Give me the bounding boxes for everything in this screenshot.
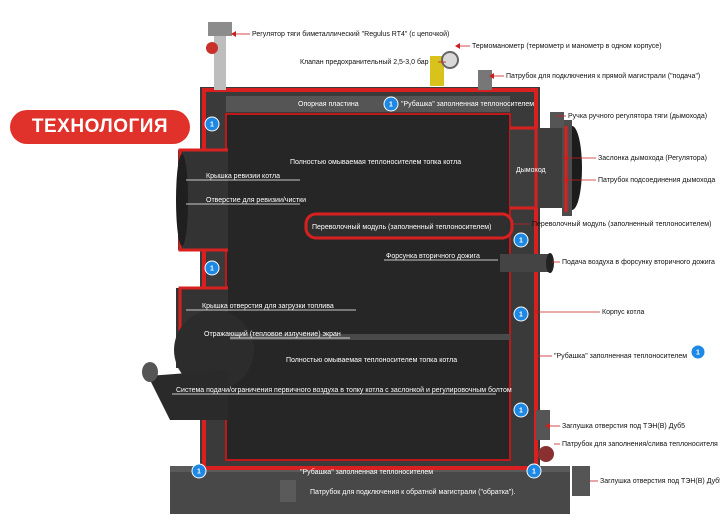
label-washed-top: Полностью омываемая теплоносителем топка… — [290, 159, 461, 166]
marker-circle — [513, 232, 529, 248]
marker-left-mid: 1 — [204, 260, 220, 276]
label-chimney: Дымоход — [516, 167, 546, 174]
label-secondary-nozzle: Форсунка вторичного дожига — [386, 253, 480, 260]
label-primary-air: Система подачи/ограничения первичного во… — [176, 386, 512, 394]
heater-plug-bottom — [572, 466, 590, 496]
marker-circle — [690, 344, 706, 360]
technology-badge: ТЕХНОЛОГИЯ — [10, 110, 190, 144]
label-transfer-module-right: Переволочный модуль (заполненный теплоно… — [532, 220, 711, 228]
marker-circle — [526, 463, 542, 479]
marker-circle — [513, 306, 529, 322]
damper-handle — [550, 112, 564, 128]
marker-number: 1 — [210, 122, 214, 129]
label-supply-pipe: Патрубок для подключения к прямой магист… — [506, 72, 700, 80]
label-return-pipe: Патрубок для подключения к обратной маги… — [310, 488, 516, 496]
label-fill-drain: Патрубок для заполнения/слива теплоносит… — [562, 440, 718, 448]
leader-arrows — [231, 31, 568, 429]
label-safety-valve: Клапан предохранительный 2,5-3,0 бар — [300, 58, 429, 66]
label-jacket-top: "Рубашка" заполненная теплоносителем — [401, 100, 534, 108]
transfer-module — [304, 212, 514, 240]
regulator-head — [208, 22, 232, 36]
marker-number: 1 — [532, 469, 536, 476]
label-air-supply: Подача воздуха в форсунку вторичного дож… — [562, 259, 715, 266]
arrow-supply-pipe — [489, 73, 494, 79]
primary-air-knob — [142, 362, 158, 382]
marker-circle — [204, 260, 220, 276]
marker-number: 1 — [389, 102, 393, 109]
marker-number: 1 — [696, 350, 700, 357]
chimney-jacket-outline — [510, 126, 538, 210]
marker-far-right: 1 — [690, 344, 706, 360]
arrow-thermomanometer — [455, 43, 460, 49]
leader-lines — [236, 33, 600, 482]
markers: 1 1 1 1 1 1 1 — [191, 96, 706, 479]
label-heat-screen: Отражающий (тепловое излучение) экран — [204, 330, 341, 338]
label-revision-cover: Крышка ревизии котла — [206, 173, 280, 180]
label-thermomanometer: Термоманометр (термометр и манометр в од… — [472, 43, 662, 50]
marker-right-1: 1 — [513, 232, 529, 248]
primary-air-chute — [148, 370, 228, 420]
safety-valve — [430, 56, 444, 86]
label-washed-bottom: Полностью омываемая теплоносителем топка… — [286, 357, 457, 364]
support-plate — [226, 96, 510, 112]
label-chimney-pipe: Патрубок подсоединения дымохода — [598, 176, 715, 184]
label-transfer-module: Переволочный модуль (заполненный теплоно… — [312, 223, 491, 231]
arrow-flue-damper — [563, 155, 568, 161]
marker-number: 1 — [519, 238, 523, 245]
marker-number: 1 — [519, 312, 523, 319]
regulator-stem — [214, 30, 226, 90]
marker-circle — [191, 463, 207, 479]
label-fuel-cover: Крышка отверстия для загрузки топлива — [202, 303, 334, 310]
marker-bottom-left: 1 — [191, 463, 207, 479]
avito-watermark: Avito — [606, 480, 716, 516]
marker-number: 1 — [197, 469, 201, 476]
fill-drain-valve — [538, 446, 554, 462]
marker-circle — [513, 402, 529, 418]
avito-logo-icon — [606, 490, 622, 507]
marker-bottom-right: 1 — [526, 463, 542, 479]
secondary-air-nozzle — [500, 254, 550, 272]
heater-plug-top — [536, 410, 550, 440]
arrow-chimney-pipe — [563, 177, 568, 183]
marker-circle — [204, 116, 220, 132]
return-pipe — [280, 480, 296, 502]
label-support-plate: Опорная пластина — [298, 101, 359, 108]
label-jacket-right: "Рубашка" заполненная теплоносителем — [554, 352, 687, 360]
marker-number: 1 — [210, 266, 214, 273]
loading-door-cover — [174, 310, 254, 390]
label-revision-hole: Отверстие для ревизии/чистки — [206, 197, 306, 204]
label-heater-plug-bottom: Заглушка отверстия под ТЭН(В) Дуб5 — [600, 477, 720, 485]
marker-circle — [383, 96, 399, 112]
boiler-base — [170, 470, 570, 514]
label-jacket-bottom: "Рубашка" заполненная теплоносителем — [300, 468, 433, 476]
white-leader-lines — [172, 179, 498, 395]
firebox — [226, 114, 510, 460]
label-manual-handle: Ручка ручного регулятора тяги (дымохода) — [568, 113, 707, 120]
label-casing: Корпус котла — [602, 309, 645, 316]
marker-right-2: 1 — [513, 306, 529, 322]
supply-pipe-stub — [478, 70, 492, 90]
arrow-casing — [533, 309, 538, 315]
arrow-heater-top — [545, 423, 550, 429]
marker-number: 1 — [519, 408, 523, 415]
secondary-air-inlet — [546, 253, 554, 273]
heat-screen — [230, 334, 510, 340]
marker-right-3: 1 — [513, 402, 529, 418]
label-heater-plug-top: Заглушка отверстия под ТЭН(В) Дуб5 — [562, 422, 685, 430]
regulator-knob — [206, 42, 218, 54]
arrow-regulator — [231, 31, 236, 37]
marker-top: 1 — [383, 96, 399, 112]
marker-left-top: 1 — [204, 116, 220, 132]
chimney-pipe-body — [510, 128, 570, 208]
watermark-text: Avito — [626, 487, 676, 509]
thermomanometer-dial — [441, 51, 459, 69]
revision-cover-disc — [176, 154, 188, 246]
label-flue-damper: Заслонка дымохода (Регулятора) — [598, 155, 707, 162]
label-regulator: Регулятор тяги биметаллический "Regulus … — [252, 30, 449, 38]
